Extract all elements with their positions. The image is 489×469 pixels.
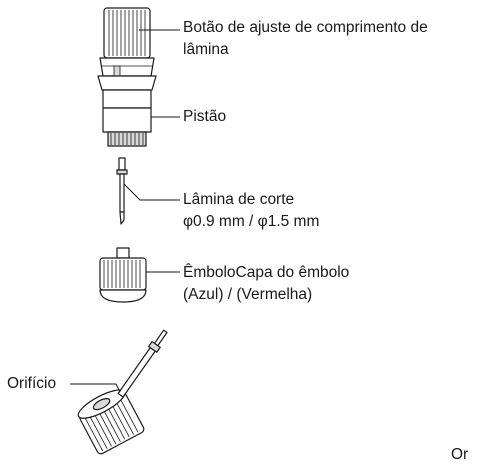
blade-label: Lâmina de corte φ0.9 mm / φ1.5 mm [183, 189, 319, 233]
cap-label-line1: ÊmboloCapa do êmbolo [183, 264, 350, 281]
piston [97, 75, 157, 147]
knob-label-line2: lâmina [183, 41, 229, 58]
piston-label: Pistão [183, 108, 227, 125]
blade-label-line2: φ0.9 mm / φ1.5 mm [183, 213, 320, 230]
blade-insertion-assembly [77, 329, 168, 455]
knob-label: Botão de ajuste de comprimento de lâmina [183, 17, 428, 61]
blade-leader [123, 183, 180, 201]
knob-label-line1: Botão de ajuste de comprimento de [183, 19, 428, 36]
blade-label-line1: Lâmina de corte [183, 191, 295, 208]
blade-length-knob [99, 7, 155, 79]
cutting-blade [116, 157, 128, 225]
hole-leader [70, 383, 121, 393]
leader-lines [70, 29, 180, 393]
cutoff-text: Or [451, 446, 469, 463]
cap-label: ÊmboloCapa do êmbolo (Azul) / (Vermelha) [183, 262, 349, 306]
cap-label-line2: (Azul) / (Vermelha) [183, 286, 313, 303]
plunger-cap [99, 247, 147, 303]
hole-label: Orifício [7, 375, 57, 392]
